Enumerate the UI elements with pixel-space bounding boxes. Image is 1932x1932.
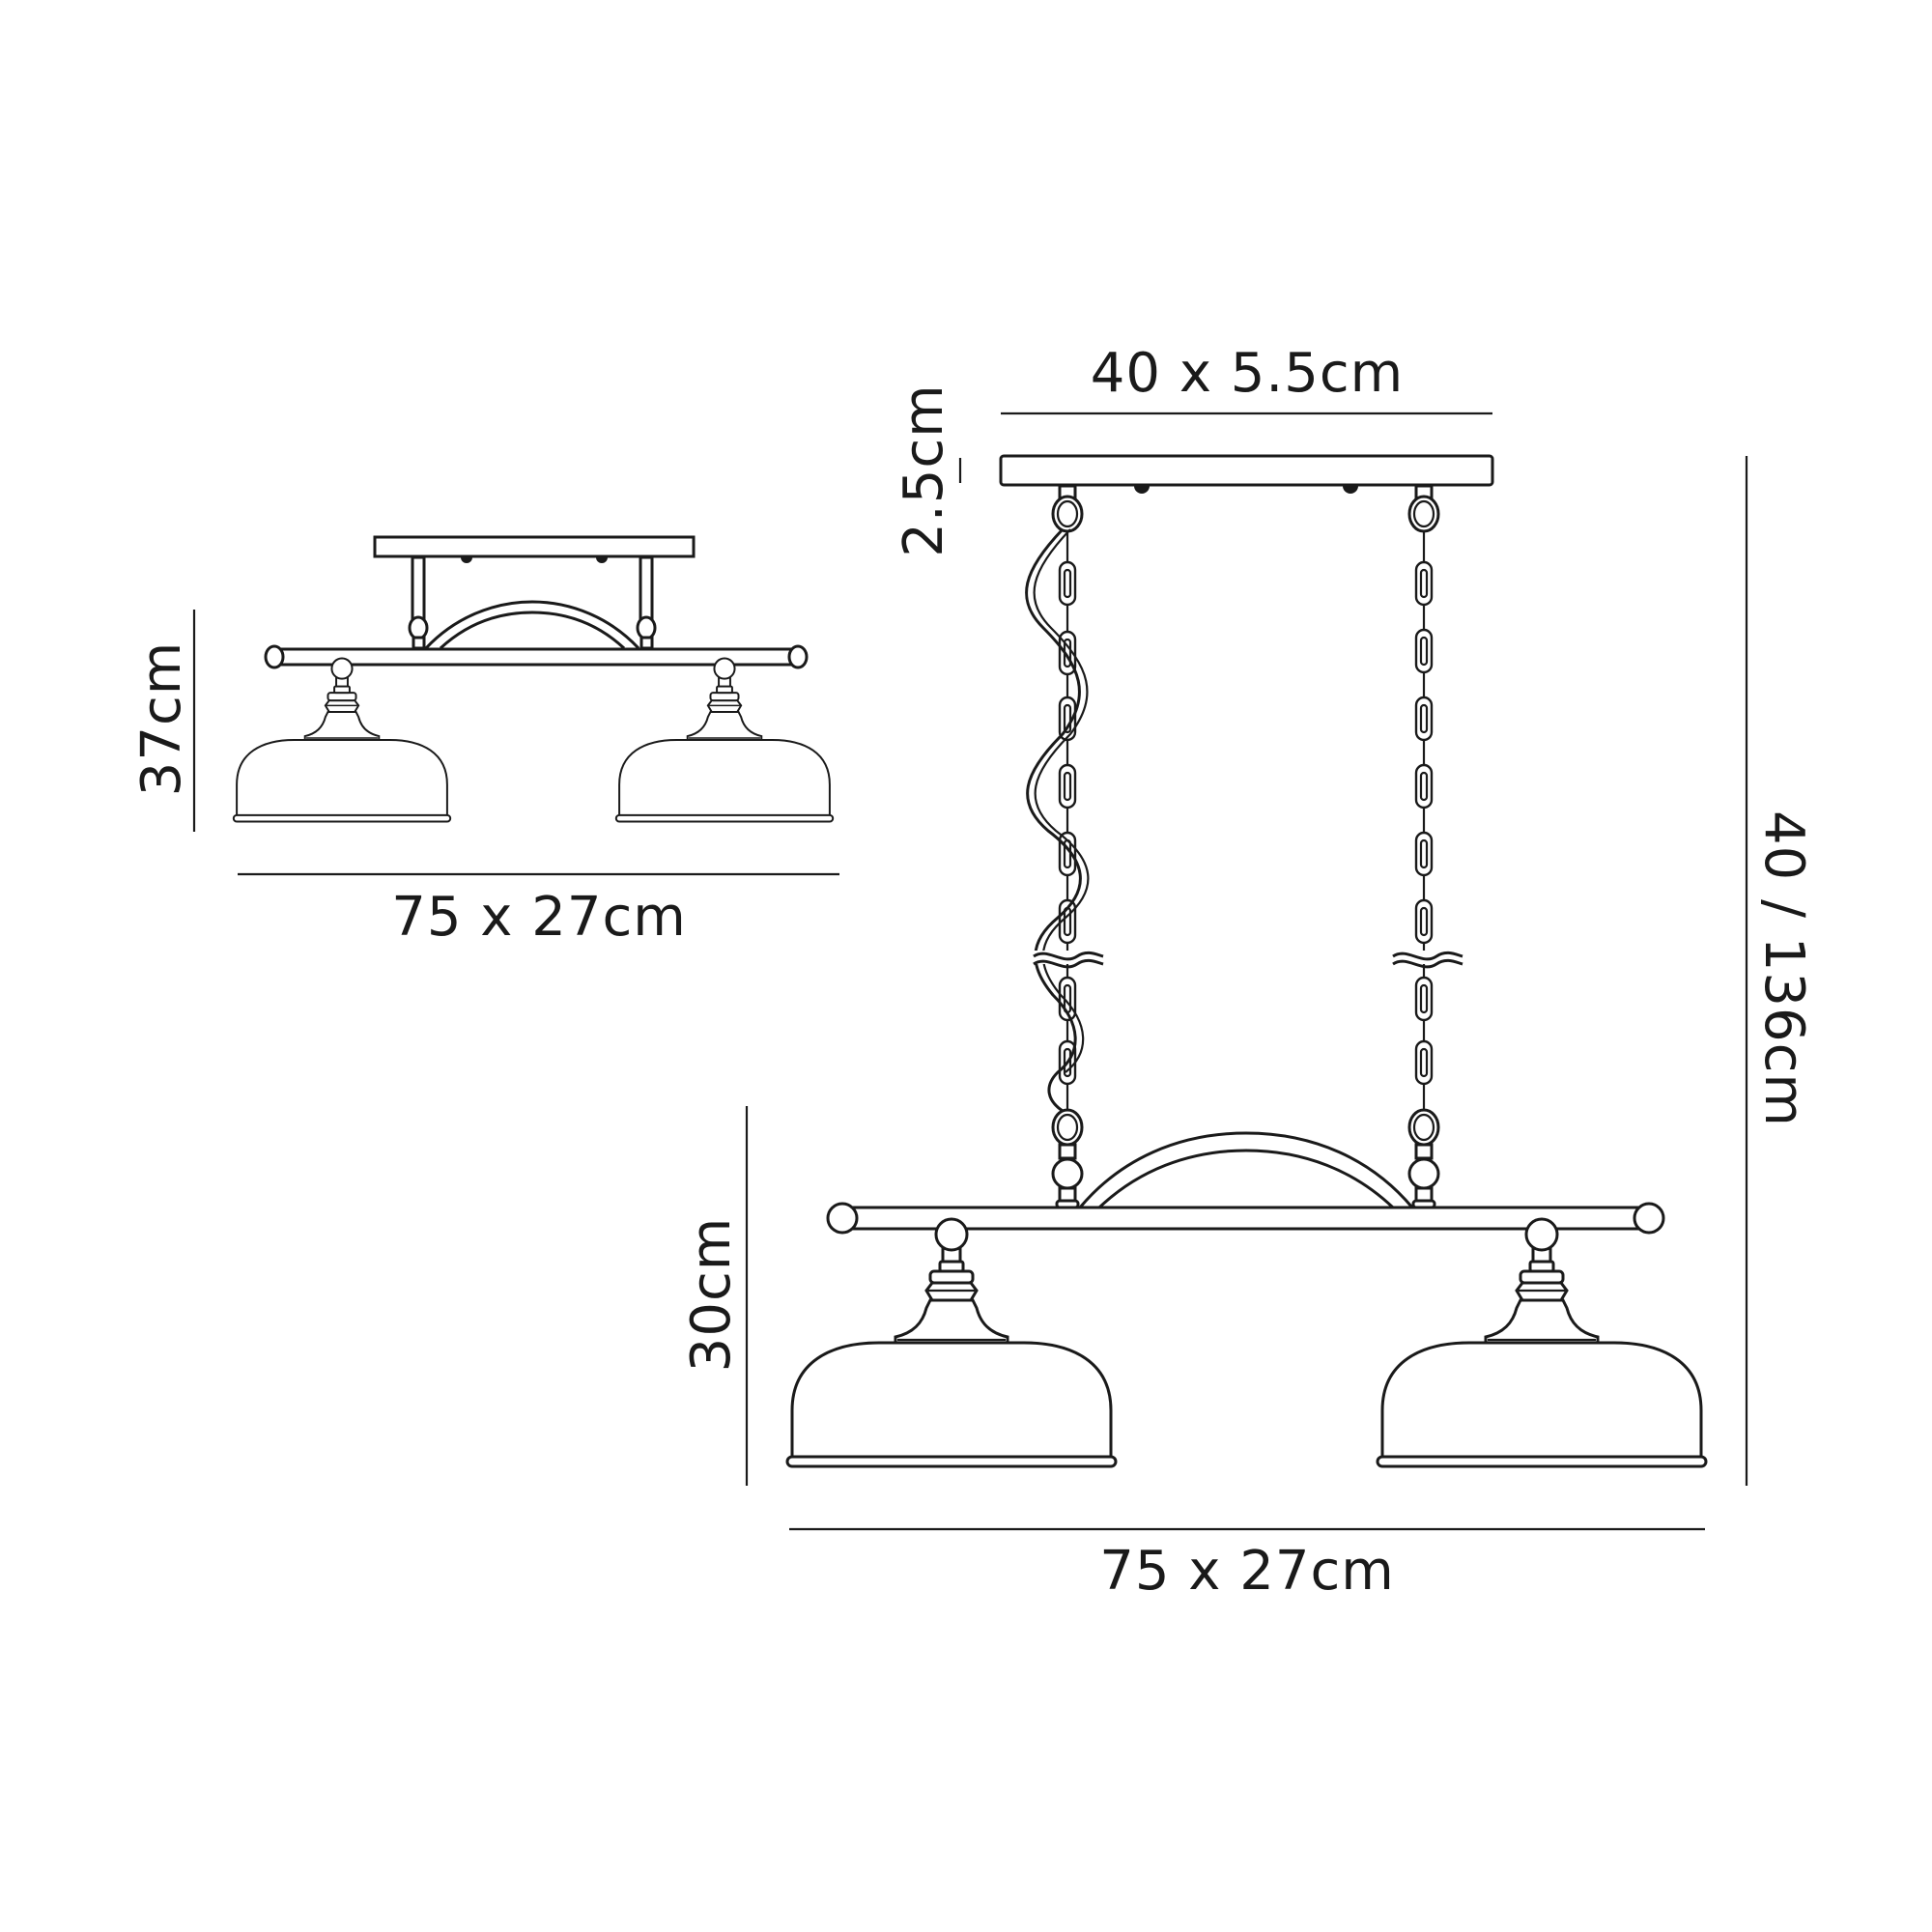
flush-height-label: 37cm [130, 641, 193, 797]
flush-mount-view: 37cm 75 x 27cm [130, 535, 839, 949]
support-rod [636, 555, 657, 650]
chain-hook [1407, 484, 1440, 533]
chain-connector [1051, 1108, 1084, 1209]
ceiling-plate-label: 40 x 5.5cm [1091, 342, 1404, 405]
overall-drop-label: 40 / 136cm [1752, 810, 1815, 1127]
pendant-width-label: 75 x 27cm [1099, 1540, 1395, 1603]
suspension-chain-right [1414, 531, 1434, 1111]
support-rod [408, 555, 429, 650]
chain-connector [1407, 1108, 1440, 1209]
screw-icon [1343, 486, 1358, 494]
lamp-shade [614, 657, 835, 823]
lamp-shade [1376, 1217, 1708, 1468]
screw-icon [1134, 486, 1150, 494]
decorative-arch [1078, 1131, 1414, 1208]
support-bar [848, 1206, 1644, 1231]
bar-end-cap [787, 644, 809, 669]
flush-width-label: 75 x 27cm [391, 886, 687, 949]
lamp-shade [232, 657, 452, 823]
screw-icon [461, 557, 472, 563]
power-cable [1025, 527, 1082, 1113]
chain-hook [1051, 484, 1084, 533]
ceiling-plate [373, 535, 696, 558]
bar-end-cap [264, 644, 285, 669]
chain-break-mark [1391, 951, 1464, 969]
bar-end-cap [826, 1202, 859, 1235]
decorative-arch [424, 600, 640, 650]
bar-end-cap [1633, 1202, 1665, 1235]
pendant-view: 40 x 5.5cm 2.5cm [680, 342, 1815, 1603]
chain-break-mark [1032, 951, 1105, 969]
body-height-label: 30cm [680, 1217, 743, 1373]
ceiling-plate [999, 454, 1494, 487]
plate-depth-label: 2.5cm [893, 384, 955, 556]
screw-icon [596, 557, 608, 563]
lamp-shade [785, 1217, 1118, 1468]
